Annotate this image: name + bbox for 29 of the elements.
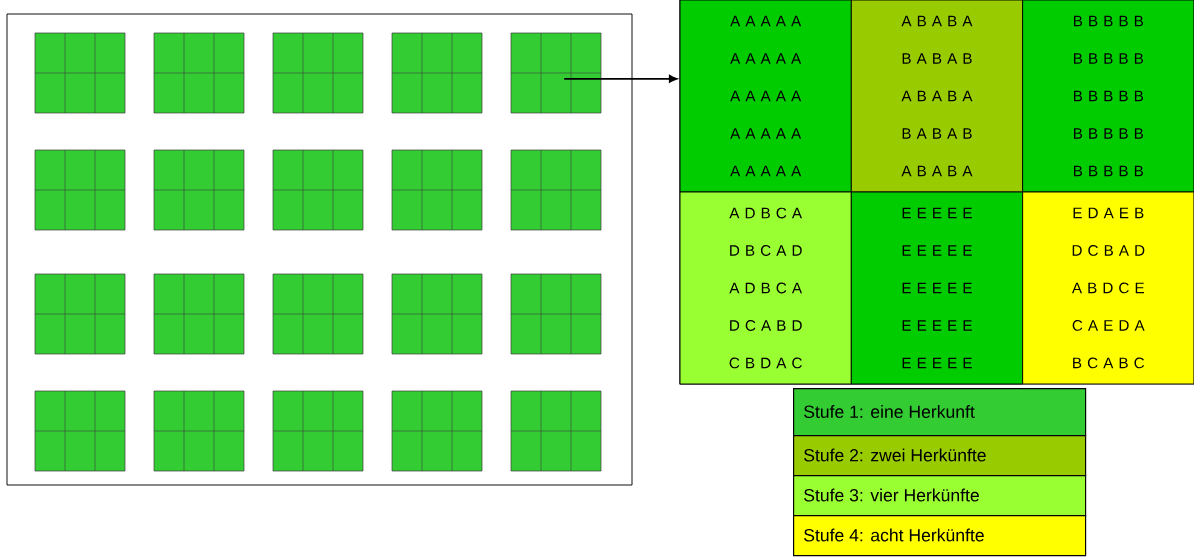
legend-entry: Stufe 2: zwei Herkünfte (793, 435, 1087, 477)
plot-square: E E E E E E E E E E E E E E E E E E E E E E E E E (850, 191, 1024, 385)
legend-entry: Stufe 3: vier Herkünfte (793, 475, 1087, 517)
plot-block (391, 390, 483, 472)
legend-entry: Stufe 1: eine Herkunft (793, 388, 1087, 437)
plot-block (153, 149, 245, 231)
plot-block (153, 32, 245, 114)
plot-block (272, 390, 364, 472)
plot-block (153, 273, 245, 355)
plot-block (510, 273, 602, 355)
field-outline (6, 13, 633, 486)
plot-block (510, 390, 602, 472)
plot-block (272, 149, 364, 231)
plot-block (510, 32, 602, 114)
plot-block (153, 390, 245, 472)
plot-block (510, 149, 602, 231)
arrow (563, 74, 678, 83)
plot-square: E D A E B D C B A D A B D C E C A E D A B C A B C (1022, 191, 1194, 385)
legend-entry: Stufe 4: acht Herkünfte (793, 515, 1087, 557)
plot-block (272, 32, 364, 114)
plot-block (34, 390, 126, 472)
plot-block (34, 149, 126, 231)
plot-block (34, 273, 126, 355)
plot-block (391, 149, 483, 231)
plot-block (272, 273, 364, 355)
plot-square: A D B C A D B C A D A D B C A D C A B D C B D A C (679, 191, 852, 385)
plot-block (391, 32, 483, 114)
plot-block (34, 32, 126, 114)
plot-block (391, 273, 483, 355)
